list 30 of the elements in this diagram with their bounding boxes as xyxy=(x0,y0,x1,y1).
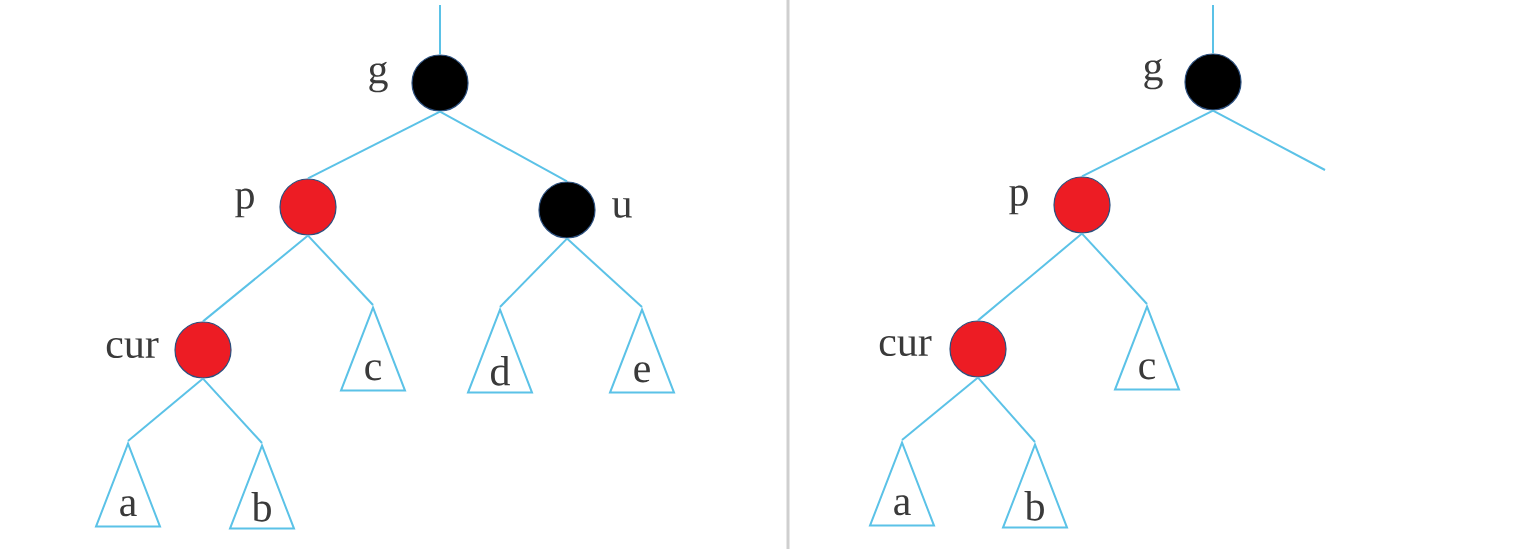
branch-line xyxy=(1212,109,1326,171)
branch-line xyxy=(202,377,263,444)
branch-line xyxy=(307,234,374,306)
branch-line xyxy=(202,234,309,323)
node-label: u xyxy=(612,198,632,218)
branch-line xyxy=(1081,232,1148,305)
branch-line xyxy=(1212,4,1214,55)
node-circle xyxy=(279,178,337,236)
branch-line xyxy=(439,4,441,56)
node-label: g xyxy=(369,61,388,93)
node-circle xyxy=(1184,53,1242,111)
branch-line xyxy=(127,377,204,442)
branch-line xyxy=(977,376,1036,443)
node-label: cur xyxy=(106,337,159,359)
branch-line xyxy=(566,237,643,308)
branch-line xyxy=(901,376,979,441)
node-circle xyxy=(174,321,232,379)
branch-line xyxy=(977,232,1083,322)
node-label: cur xyxy=(879,335,932,357)
node-circle xyxy=(1053,176,1111,234)
branch-line xyxy=(1081,109,1214,178)
node-label: g xyxy=(1144,58,1163,90)
node-circle xyxy=(538,181,596,239)
node-circle xyxy=(411,54,469,112)
branch-line xyxy=(439,110,568,183)
branch-line xyxy=(307,110,441,180)
node-label: p xyxy=(1009,185,1028,215)
branch-line xyxy=(499,237,568,308)
node-circle xyxy=(949,320,1007,378)
node-label: p xyxy=(235,188,254,218)
